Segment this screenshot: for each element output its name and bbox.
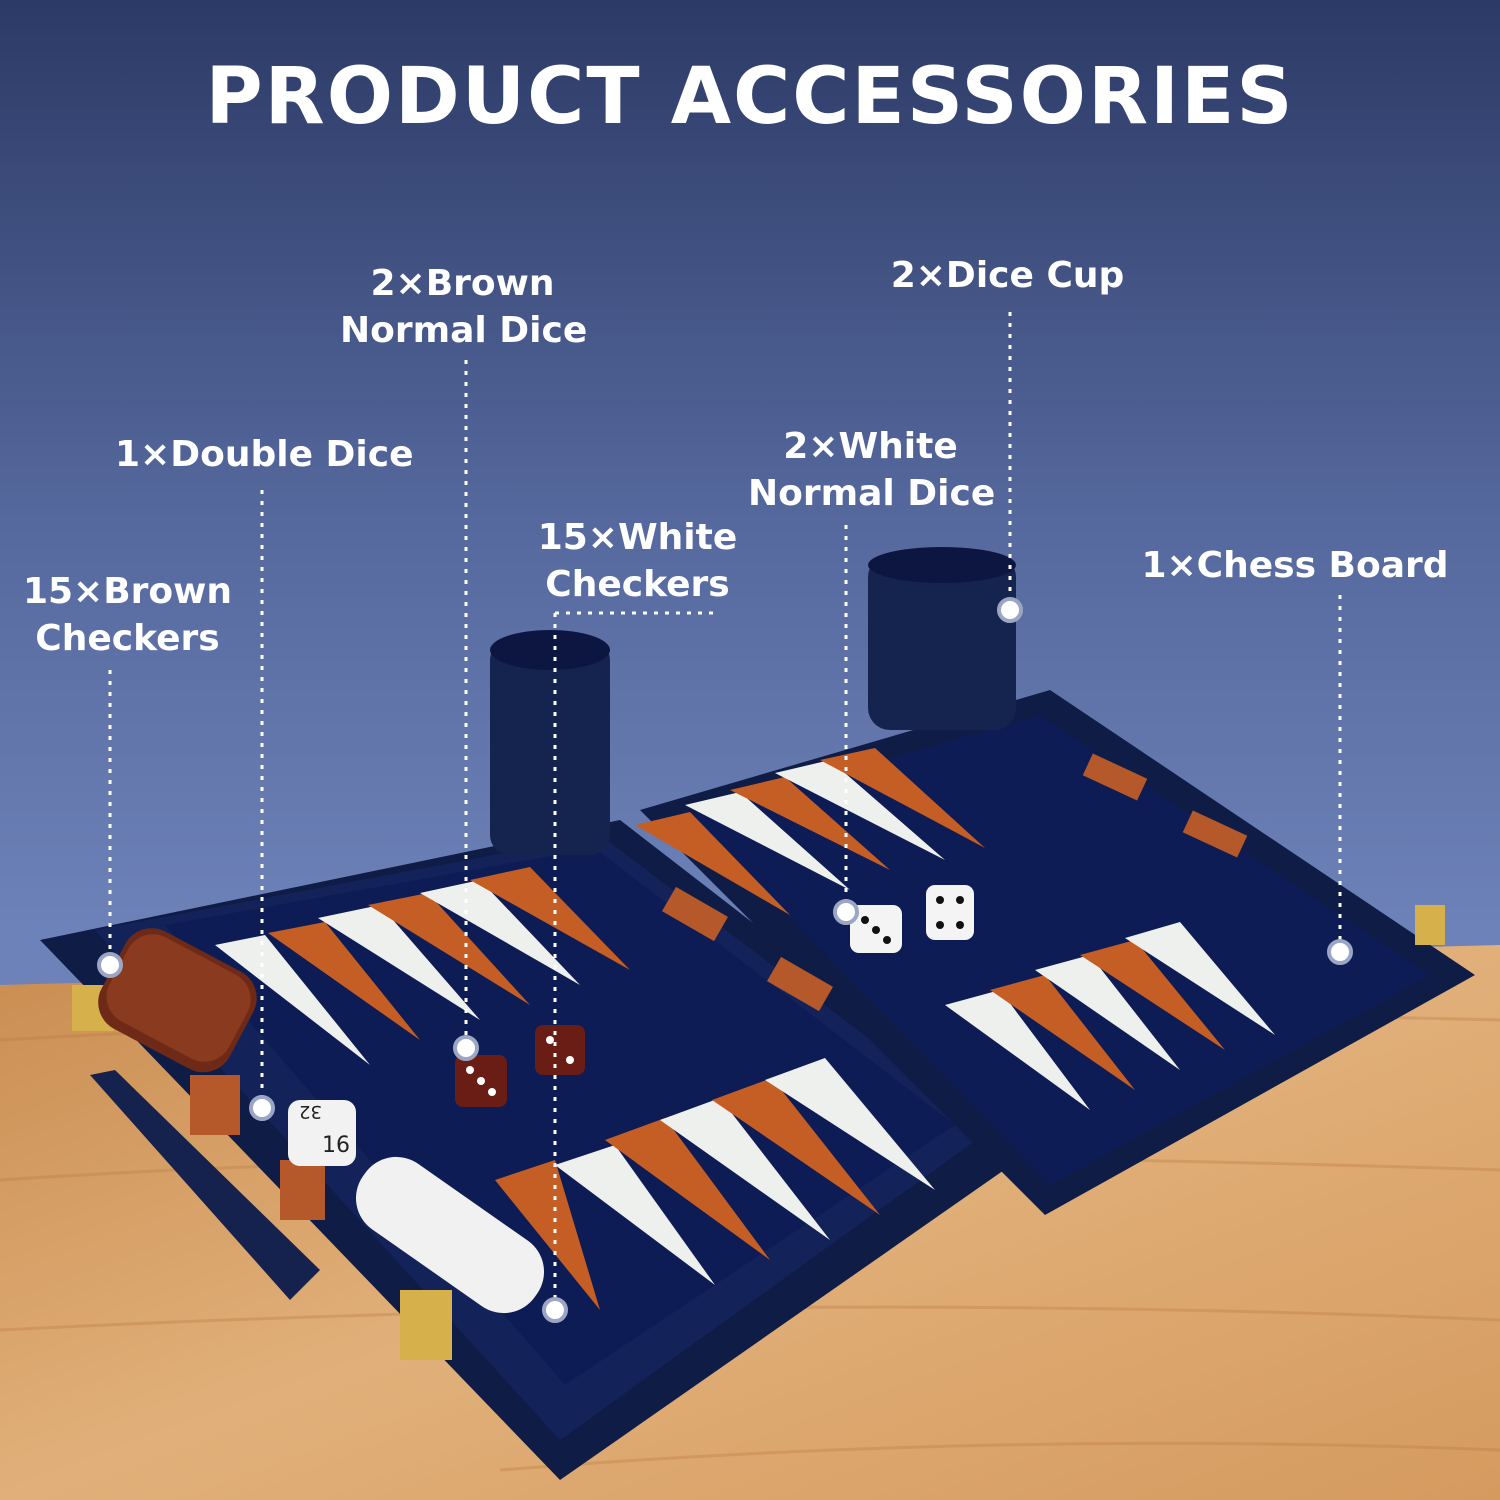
right-far-points (635, 748, 985, 915)
hinge-straps (190, 753, 1248, 1220)
label-white-checkers-line1: 15×White (537, 517, 738, 558)
label-brown-checkers-line1: 15×Brown (22, 571, 233, 612)
label-double-dice-line1: 1×Double Dice (115, 434, 414, 475)
case-handle (90, 1070, 320, 1300)
label-dice-cup: 2×Dice Cup (885, 252, 1130, 299)
label-brown-normal-dice-line1: 2×Brown (370, 263, 555, 304)
left-near-points (495, 1058, 935, 1310)
doubling-cube: 32 16 (288, 1100, 356, 1166)
right-board-half (640, 690, 1475, 1215)
label-white-normal-dice: 2×White Normal Dice (748, 423, 996, 517)
label-chess-board: 1×Chess Board (1140, 542, 1450, 589)
label-white-normal-dice-line1: 2×White (783, 426, 958, 467)
label-dice-cup-line1: 2×Dice Cup (890, 255, 1125, 296)
latch-lower-left (400, 1290, 452, 1360)
label-white-checkers: 15×White Checkers (535, 514, 740, 608)
label-brown-normal-dice: 2×Brown Normal Dice (340, 260, 588, 354)
latch-right (1415, 905, 1445, 945)
doubling-cube-face-32: 32 (299, 1101, 322, 1122)
label-chess-board-line1: 1×Chess Board (1141, 545, 1449, 586)
label-double-dice: 1×Double Dice (115, 431, 414, 478)
callout-lines (108, 312, 1342, 1305)
dice-cup-left (490, 630, 610, 855)
callout-dots (97, 597, 1353, 1323)
dice-cup-right (868, 547, 1016, 730)
label-brown-checkers: 15×Brown Checkers (20, 568, 235, 662)
brown-dice (455, 1025, 585, 1107)
left-far-points (215, 867, 630, 1065)
label-white-checkers-line2: Checkers (545, 564, 730, 605)
white-checkers-stack (355, 1156, 545, 1314)
brown-checkers-stack (98, 928, 257, 1073)
label-brown-normal-dice-line2: Normal Dice (340, 310, 588, 351)
doubling-cube-face-16: 16 (322, 1133, 350, 1158)
right-near-points (945, 922, 1275, 1110)
page-title: PRODUCT ACCESSORIES (205, 52, 1295, 142)
label-white-normal-dice-line2: Normal Dice (748, 473, 996, 514)
white-dice (850, 885, 974, 953)
label-brown-checkers-line2: Checkers (35, 618, 220, 659)
